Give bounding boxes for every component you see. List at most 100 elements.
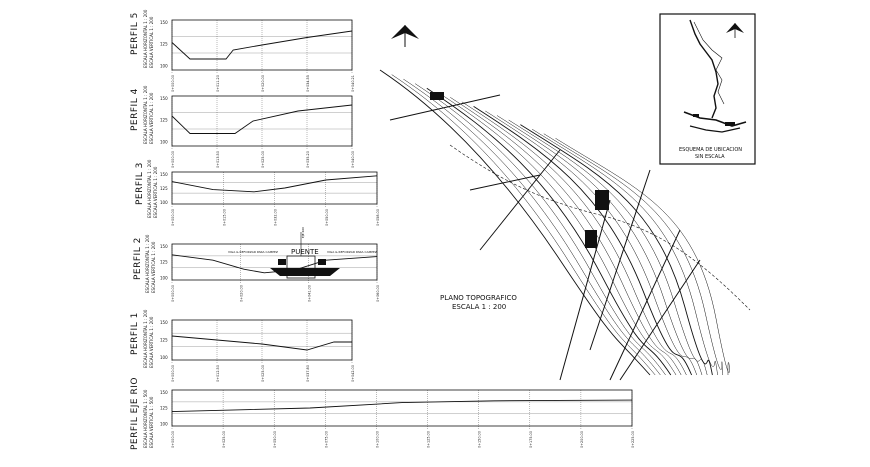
profile-4-scale-h: ESCALA HORIZONTAL 1 : 200 xyxy=(143,85,148,144)
profile-eje-rio-scale-v: ESCALA VERTICAL 1 : 500 xyxy=(149,396,154,448)
profile-frame xyxy=(171,389,633,427)
ground-line xyxy=(171,104,353,134)
station-label: 0+150.00 xyxy=(478,431,482,448)
structure-block xyxy=(430,92,444,100)
station-label: 0+011.20 xyxy=(216,75,220,92)
contour-line xyxy=(496,115,703,376)
profile-eje-rio-title: PERFIL EJE RIO xyxy=(130,377,140,450)
station-label: 0+037.80 xyxy=(306,365,310,382)
elevation-tick: 125 xyxy=(160,260,168,265)
station-label: 0+035.20 xyxy=(306,151,310,168)
elevation-tick: 100 xyxy=(160,200,168,205)
bridge-note-left: VIGA & REFORZAR PARA CAMPEZ xyxy=(228,250,278,254)
elevation-tick: 150 xyxy=(160,20,168,25)
topographic-plan xyxy=(379,69,751,381)
ground-line xyxy=(171,335,352,351)
location-scale: SIN ESCALA xyxy=(695,154,725,160)
location-north-arrow-icon xyxy=(726,23,744,38)
station-label: 0+125.00 xyxy=(427,431,431,448)
contour-line xyxy=(520,124,713,376)
contour-line xyxy=(531,128,718,376)
structure-block xyxy=(595,190,609,210)
contour-line xyxy=(461,101,687,376)
ground-line xyxy=(171,175,378,193)
plan-scale: ESCALA 1 : 200 xyxy=(452,303,506,311)
contour-line xyxy=(473,106,693,376)
elevation-tick: 100 xyxy=(160,139,168,144)
profile-1-scale-h: ESCALA HORIZONTAL 1 : 200 xyxy=(143,309,148,368)
contour-line xyxy=(379,69,651,376)
elevation-tick: 125 xyxy=(160,42,168,47)
station-label: 0+013.50 xyxy=(216,151,220,168)
station-label: 0+025.00 xyxy=(261,151,265,168)
section-line xyxy=(389,94,501,121)
station-label: 0+000.00 xyxy=(171,285,175,302)
section-line xyxy=(479,149,561,251)
station-label: 0+100.00 xyxy=(375,431,379,448)
bridge-label: PUENTE xyxy=(291,248,319,256)
north-arrow-icon xyxy=(391,25,419,47)
contour-line xyxy=(485,110,698,376)
station-label: 0+000.00 xyxy=(171,209,175,226)
station-label: 0+000.00 xyxy=(171,151,175,168)
elevation-tick: 100 xyxy=(160,63,168,68)
section-line xyxy=(619,259,701,381)
section-line xyxy=(609,229,681,381)
section-line xyxy=(469,174,541,191)
profile-1-title: PERFIL 1 xyxy=(130,312,140,355)
elevation-tick: 125 xyxy=(160,186,168,191)
station-label: 0+042.00 xyxy=(351,365,355,382)
contour-line xyxy=(403,78,661,376)
profile-2-scale-h: ESCALA HORIZONTAL 1 : 200 xyxy=(145,234,150,293)
elevation-tick: 150 xyxy=(160,96,168,101)
contour-line xyxy=(508,119,708,376)
profile-4-scale-v: ESCALA VERTICAL 1 : 200 xyxy=(149,92,154,144)
station-label: 0+050.00 xyxy=(273,431,277,448)
station-label: 0+075.00 xyxy=(324,431,328,448)
bridge-note-right: VIGA & REFORZAR PARA CAMPEZ xyxy=(327,250,377,254)
station-label: 0+058.00 xyxy=(376,209,380,226)
profile-2-scale-v: ESCALA VERTICAL 1 : 200 xyxy=(151,241,156,293)
station-label: 0+200.00 xyxy=(580,431,584,448)
elevation-tick: 100 xyxy=(160,275,168,280)
profile-4-title: PERFIL 4 xyxy=(130,88,140,131)
profile-5-title: PERFIL 5 xyxy=(130,12,140,55)
profile-5-scale-v: ESCALA VERTICAL 1 : 200 xyxy=(149,16,154,68)
contour-line xyxy=(414,83,666,376)
ground-line xyxy=(171,30,353,60)
contour-line xyxy=(555,138,730,376)
elevation-tick: 125 xyxy=(160,118,168,123)
location-title: ESQUEMA DE UBICACION xyxy=(679,147,742,153)
elevation-tick: 125 xyxy=(160,337,168,342)
profile-3-title: PERFIL 3 xyxy=(135,162,145,205)
station-label: 0+020.00 xyxy=(239,285,243,302)
station-label: 0+000.00 xyxy=(171,75,175,92)
structure-block xyxy=(585,230,597,248)
station-label: 0+032.00 xyxy=(274,209,278,226)
station-label: 0+025.00 xyxy=(261,365,265,382)
elevation-tick: 150 xyxy=(160,172,168,177)
profile-eje-rio-scale-h: ESCALA HORIZONTAL 1 : 500 xyxy=(143,389,148,448)
elevation-tick: 125 xyxy=(160,406,168,411)
contour-line xyxy=(426,87,672,376)
elevation-tick: 100 xyxy=(160,355,168,360)
profile-3-scale-v: ESCALA VERTICAL 1 : 200 xyxy=(153,166,158,218)
contour-line xyxy=(450,97,682,376)
station-label: 0+012.50 xyxy=(216,365,220,382)
station-label: 0+000.00 xyxy=(171,431,175,448)
station-label: 0+040.21 xyxy=(351,75,355,92)
contour-line xyxy=(438,92,677,376)
station-label: 0+060.00 xyxy=(376,285,380,302)
river-axis xyxy=(449,144,751,311)
station-label: 0+050.00 xyxy=(325,209,329,226)
station-label: 0+225.00 xyxy=(631,431,635,448)
profile-3-scale-h: ESCALA HORIZONTAL 1 : 200 xyxy=(147,159,152,218)
elevation-tick: 100 xyxy=(160,421,168,426)
elevation-tick: 150 xyxy=(160,244,168,249)
bridge-detail xyxy=(270,232,340,279)
profile-2-title: PERFIL 2 xyxy=(133,237,143,280)
